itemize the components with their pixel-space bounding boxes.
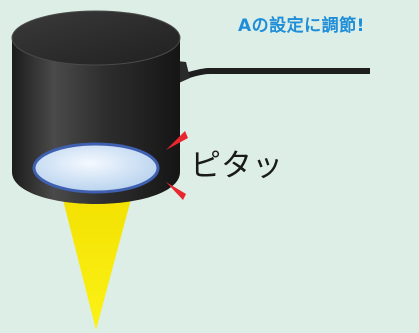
sensor-top xyxy=(12,11,180,65)
callout-text: ピタッ xyxy=(190,148,283,184)
light-beam xyxy=(60,188,134,330)
headline: Aの設定に調節! xyxy=(238,16,365,36)
cable xyxy=(172,68,370,82)
adjust-marker-bottom xyxy=(166,182,186,200)
adjust-marker-top xyxy=(166,131,188,150)
sensor-lens xyxy=(32,142,160,194)
